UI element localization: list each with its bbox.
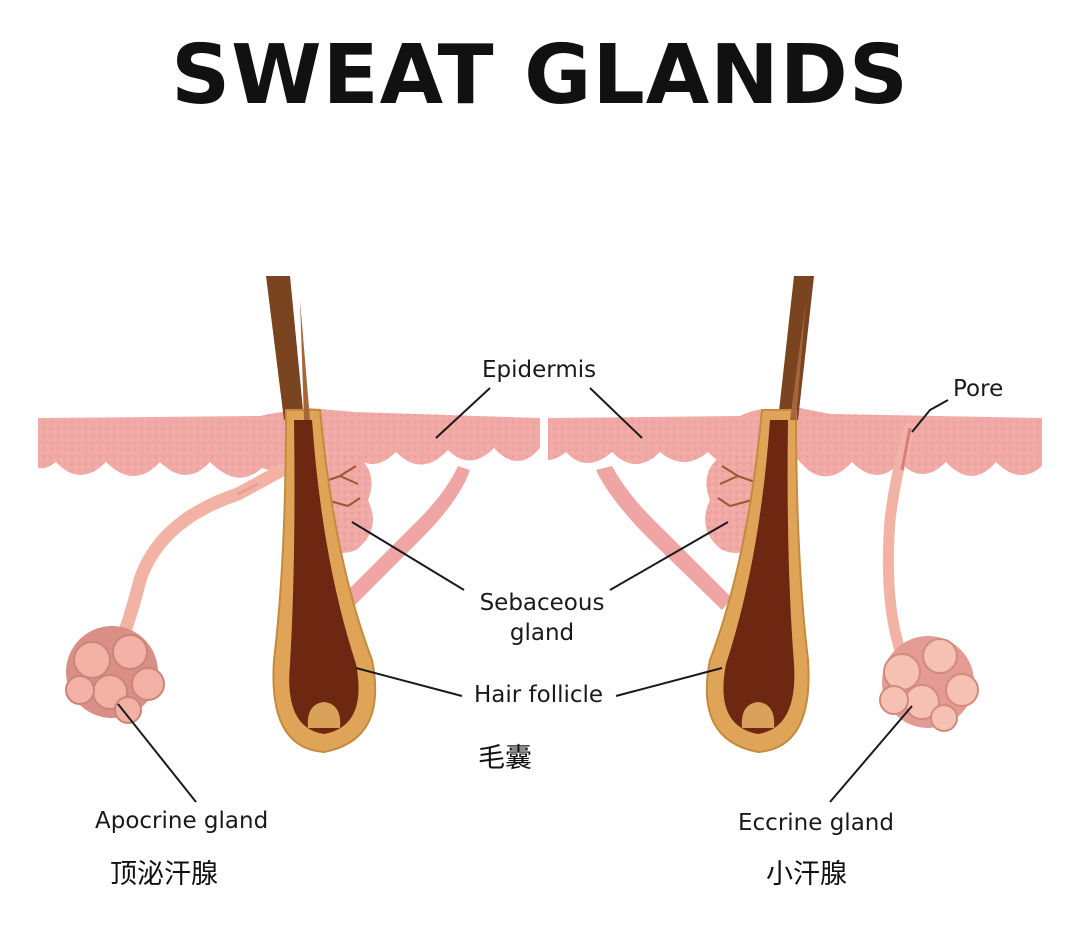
leader-hair-left (355, 667, 463, 697)
label-epidermis: Epidermis (482, 357, 597, 383)
leader-hair-right (615, 667, 723, 697)
leader-lines (117, 387, 949, 803)
left-panel (38, 276, 540, 754)
label-apocrine-gland: Apocrine gland (95, 808, 269, 834)
apocrine-duct (111, 463, 289, 657)
label-sebaceous-line1: Sebaceous (479, 590, 605, 616)
leader-sebaceous-left (351, 521, 465, 591)
label-sebaceous-line2: gland (509, 620, 575, 646)
label-hair-follicle-cn: 毛囊 (478, 743, 532, 774)
hair-bulb-left (307, 702, 341, 728)
right-panel (548, 276, 1042, 754)
label-apocrine-gland-cn: 顶泌汗腺 (110, 859, 218, 890)
leader-epidermis-right (589, 387, 643, 439)
label-sebaceous-gland: Sebaceous gland (462, 588, 622, 648)
leader-epidermis-left (435, 387, 491, 439)
leader-apocrine (117, 703, 197, 803)
leader-sebaceous-right (609, 521, 729, 591)
hair-bulb-right (741, 702, 775, 728)
eccrine-duct (882, 422, 916, 656)
label-eccrine-gland: Eccrine gland (738, 810, 894, 836)
leader-eccrine (829, 705, 913, 803)
eccrine-gland-coil (879, 636, 979, 732)
arrector-muscle-left (340, 466, 470, 610)
pore (900, 427, 912, 471)
apocrine-gland-coil (65, 626, 165, 724)
label-eccrine-gland-cn: 小汗腺 (766, 859, 847, 890)
arrector-muscle-right (596, 466, 732, 610)
label-pore: Pore (953, 376, 1004, 402)
label-hair-follicle: Hair follicle (474, 682, 604, 708)
page-title: SWEAT GLANDS (171, 28, 909, 123)
leader-pore (911, 399, 949, 433)
hair-shaft-left (266, 276, 304, 420)
